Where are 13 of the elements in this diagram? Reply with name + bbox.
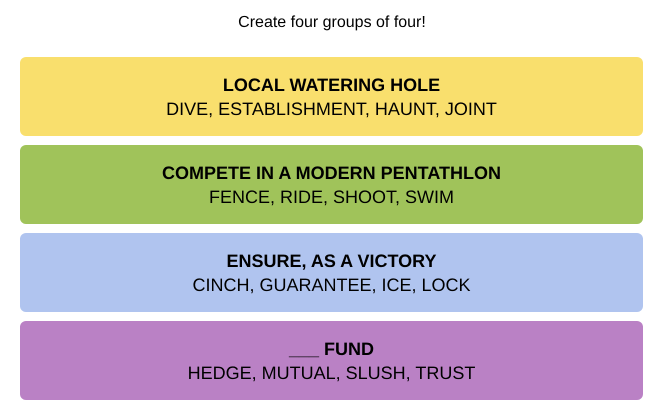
category-band <box>20 233 643 312</box>
category-title: LOCAL WATERING HOLE <box>222 74 440 96</box>
instruction-text: Create four groups of four! <box>238 14 426 32</box>
category-title: ENSURE, AS A VICTORY <box>226 250 437 272</box>
word-list: CINCH, GUARANTEE, ICE, LOCK <box>192 272 471 296</box>
category-band <box>20 145 643 224</box>
word-list: DIVE, ESTABLISHMENT, HAUNT, JOINT <box>166 96 497 120</box>
word-list: FENCE, RIDE, SHOOT, SWIM <box>208 184 454 208</box>
category-title: COMPETE IN A MODERN PENTATHLON <box>162 162 501 184</box>
word-list: HEDGE, MUTUAL, SLUSH, TRUST <box>188 360 476 384</box>
category-title: ___ FUND <box>288 338 374 360</box>
category-band <box>20 321 643 400</box>
category-band <box>20 57 643 136</box>
